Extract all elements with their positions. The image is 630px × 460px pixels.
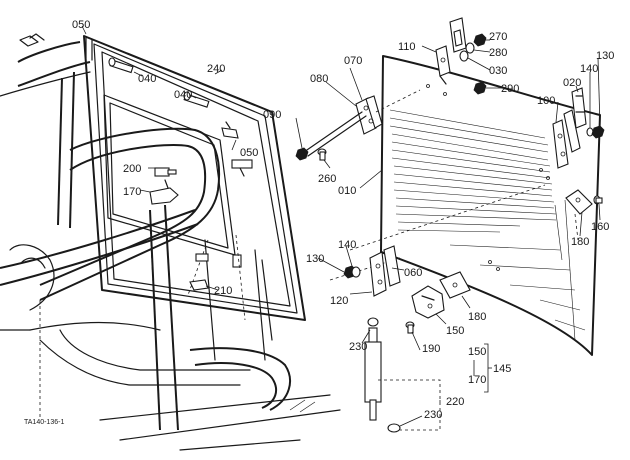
assembly-note-170: 170 (468, 374, 486, 386)
callout-190: 190 (422, 343, 440, 355)
callout-120: 120 (330, 295, 348, 307)
washer-030 (459, 50, 469, 62)
leader-lines (81, 25, 601, 427)
washer-140 (586, 127, 594, 137)
callout-140-top: 140 (580, 63, 598, 75)
washer-280 (465, 42, 475, 54)
callout-210: 210 (214, 285, 232, 297)
clip-210 (189, 279, 209, 291)
nut-130 (591, 125, 605, 139)
washer-140-lower (351, 266, 361, 278)
callout-160: 160 (591, 221, 609, 233)
right-hinge-100 (552, 109, 581, 169)
callout-260: 260 (318, 173, 336, 185)
callout-020: 020 (563, 77, 581, 89)
bolt-260 (317, 148, 327, 161)
callout-040-upper: 040 (138, 73, 156, 85)
rear-window-frame (83, 35, 306, 321)
callout-280: 280 (489, 47, 507, 59)
latch-050 (221, 121, 239, 139)
hinge-pin-040-lower (183, 91, 210, 108)
callout-200: 200 (123, 163, 141, 175)
callout-290: 290 (501, 83, 519, 95)
callout-050-top: 050 (72, 19, 90, 31)
callout-050-lower: 050 (240, 147, 258, 159)
figure-reference-code: TA140-136-1 (24, 419, 64, 426)
bolt-190 (405, 321, 415, 334)
callout-220: 220 (446, 396, 464, 408)
nut-090 (295, 147, 309, 161)
lower-hinge-060 (369, 245, 401, 297)
callout-150: 150 (446, 325, 464, 337)
callout-230-upper: 230 (349, 341, 367, 353)
gas-strut-220 (364, 317, 441, 433)
callout-180-lower: 180 (468, 311, 486, 323)
callout-170: 170 (123, 186, 141, 198)
callout-labels: 050 240 040 040 050 200 170 070 080 090 … (72, 19, 614, 421)
callout-180-right: 180 (571, 236, 589, 248)
callout-010: 010 (338, 185, 356, 197)
nut-290 (473, 81, 487, 95)
bracket-170 (149, 179, 179, 205)
callout-110: 110 (398, 41, 416, 53)
bracket-150 (411, 285, 445, 319)
top-hinge-110 (435, 17, 467, 85)
callout-060: 060 (404, 267, 422, 279)
callout-130-top: 130 (596, 50, 614, 62)
nut-270 (473, 33, 487, 47)
callout-070: 070 (344, 55, 362, 67)
upper-hinge-070-080 (303, 89, 421, 157)
bolt-160 (593, 195, 603, 205)
callout-130-mid: 130 (306, 253, 324, 265)
callout-080: 080 (310, 73, 328, 85)
callout-240: 240 (207, 63, 225, 75)
callout-100: 100 (537, 95, 555, 107)
hinge-pin-040-upper (108, 57, 134, 74)
callout-030: 030 (489, 65, 507, 77)
bracket-180-upper (565, 189, 593, 241)
callout-270: 270 (489, 31, 507, 43)
callout-090: 090 (263, 109, 281, 121)
assembly-note: 150 170 145 (468, 343, 511, 393)
assembly-note-150: 150 (468, 346, 486, 358)
bolt-200 (154, 167, 177, 177)
hinge-020 (571, 87, 587, 129)
callout-040-lower: 040 (174, 89, 192, 101)
callout-140-mid: 140 (338, 239, 356, 251)
assembly-note-145: 145 (493, 363, 511, 375)
callout-230-lower: 230 (424, 409, 442, 421)
bracket-180-lower (439, 271, 471, 299)
cab-frame (0, 33, 341, 451)
